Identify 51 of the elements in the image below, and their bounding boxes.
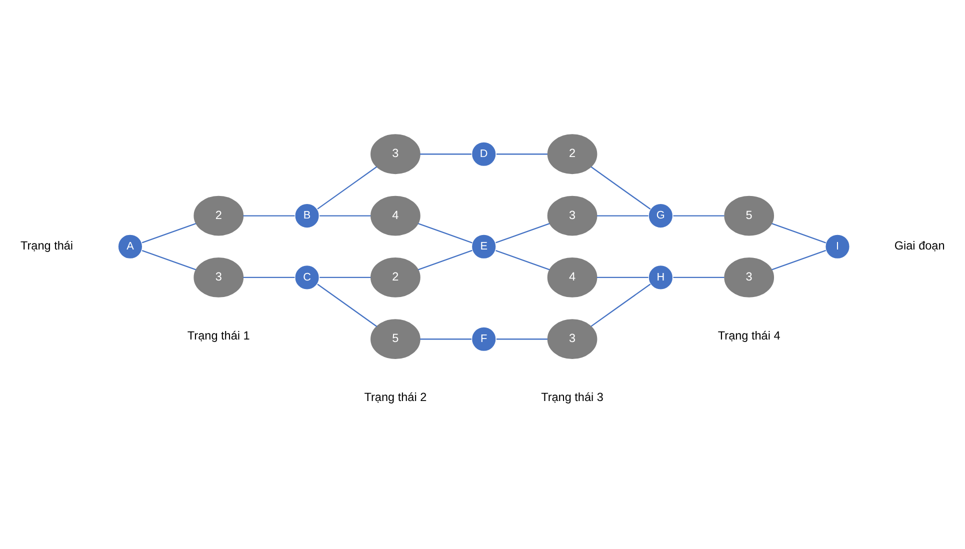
connector	[673, 215, 724, 216]
node-ellipse: 3	[370, 134, 420, 174]
connector	[590, 166, 651, 210]
connector	[496, 338, 548, 340]
node-ellipse: 2	[547, 134, 598, 174]
node-circle: C	[294, 264, 320, 290]
connector	[496, 223, 550, 244]
label: Trạng thái 3	[541, 391, 604, 404]
connector	[418, 250, 472, 270]
node-circle: A	[118, 234, 143, 260]
connector	[590, 284, 651, 327]
node-ellipse: 3	[547, 319, 598, 360]
connector	[420, 338, 472, 340]
connector	[317, 284, 378, 327]
label: Trạng thái	[20, 240, 74, 253]
connector	[142, 250, 196, 270]
label: Trạng thái 1	[187, 329, 250, 342]
connector	[142, 223, 196, 244]
connector	[420, 154, 472, 155]
connector	[243, 215, 295, 216]
connector	[596, 215, 648, 216]
node-circle: E	[471, 234, 497, 260]
label: Trạng thái 2	[364, 391, 427, 404]
connector	[496, 154, 548, 155]
node-circle: H	[648, 264, 674, 290]
connector	[673, 276, 724, 278]
connector	[596, 276, 648, 278]
node-ellipse: 3	[194, 258, 244, 298]
node-ellipse: 4	[547, 258, 598, 298]
connector	[772, 250, 826, 270]
node-circle: D	[471, 141, 497, 167]
node-circle: I	[824, 234, 850, 260]
connector	[496, 250, 550, 270]
label: Giai đoạn	[894, 240, 945, 253]
connector	[320, 276, 371, 278]
connector	[320, 215, 371, 216]
label: Trạng thái 4	[718, 329, 780, 342]
node-circle: B	[294, 203, 320, 228]
node-circle: G	[648, 203, 674, 228]
node-ellipse: 5	[370, 319, 420, 360]
node-ellipse: 5	[724, 196, 774, 236]
connector	[772, 223, 826, 244]
node-ellipse: 4	[370, 196, 420, 236]
node-ellipse: 3	[724, 258, 774, 298]
connector	[317, 166, 378, 210]
node-circle: F	[471, 326, 497, 352]
connector	[418, 223, 472, 244]
connector	[243, 276, 295, 278]
node-ellipse: 3	[547, 196, 598, 236]
node-ellipse: 2	[370, 258, 420, 298]
node-ellipse: 2	[194, 196, 244, 236]
